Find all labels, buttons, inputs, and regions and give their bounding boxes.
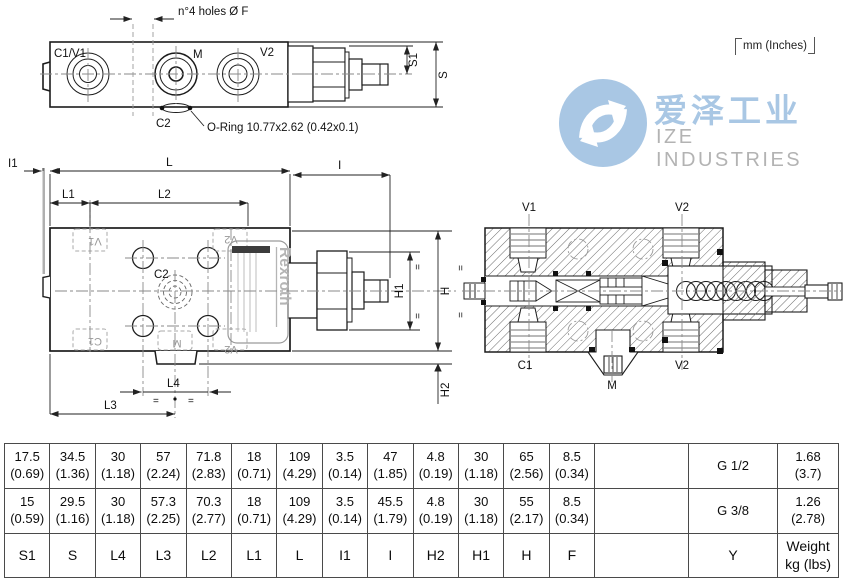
dim-value-cell: 45.5(1.79) [367,488,414,534]
oring-note: O-Ring 10.77x2.62 (0.42x0.1) [207,122,359,134]
dim-header-cell: H2 [412,533,459,578]
dim-header-cell: F [548,533,596,578]
dim-header-cell: S [49,533,96,578]
dim-header-cell: S1 [3,533,51,578]
section-port-v2-top: V2 [675,202,689,214]
dim-header-cell: L [276,533,323,578]
dim-value-cell: 1.68(3.7) [777,443,840,489]
dim-header-cell: L3 [140,533,187,578]
front-view-drawing: V1 V2 C1 V2 M C2 Rexroth [8,155,467,418]
dim-header-cell: H1 [457,533,505,578]
eq-mark: = [153,396,159,407]
dim-i: I [338,158,341,172]
left-tab [42,61,51,92]
table-row: 15(0.59)29.5(1.16)30(1.18)57.3(2.25)70.3… [3,488,840,534]
dim-value-cell: 29.5(1.16) [49,488,96,534]
dim-label-s: S [438,71,450,79]
dim-value-cell: 65(2.56) [503,443,550,489]
units-note: mm (Inches) [735,37,815,55]
dim-l1: L1 [62,189,75,201]
dim-i1: I1 [8,158,18,170]
dim-value-cell: 4.8(0.19) [412,488,459,534]
dim-h: H [438,287,452,296]
dim-h1: H1 [394,284,406,299]
front-label-c2: C2 [154,269,169,281]
dim-l2: L2 [158,189,171,201]
company-name-cn: 爱泽工业 [654,92,802,129]
dim-l3: L3 [104,400,117,412]
dim-value-cell: 47(1.85) [367,443,414,489]
brand-text: Rexroth [276,247,293,306]
front-port-c1: C1 [88,335,102,347]
dimension-table: 17.5(0.69)34.5(1.36)30(1.18)57(2.24)71.8… [3,443,840,578]
dim-l4: L4 [167,378,180,390]
company-logo-icon [559,79,647,167]
plate-code-bar [232,246,270,253]
dim-value-cell: 18(0.71) [230,443,278,489]
dim-value-cell: 34.5(1.36) [49,443,96,489]
dim-value-cell: 4.8(0.19) [412,443,459,489]
eq-mark: = [188,396,194,407]
port-label-c2: C2 [156,118,171,130]
dim-value-cell: 57(2.24) [140,443,187,489]
front-port-m: M [172,337,181,349]
port-label-m: M [193,49,203,61]
seal-marks [481,249,723,354]
dim-value-cell: 109(4.29) [276,488,323,534]
section-port-m: M [607,380,617,392]
dim-label-s1: S1 [408,53,420,67]
eq-mark: = [413,313,424,319]
dim-header-cell: H [503,533,550,578]
holes-note: n°4 holes Ø F [178,6,248,18]
dim-value-cell: 30(1.18) [457,443,505,489]
dim-value-cell: 30(1.18) [457,488,505,534]
dim-value-cell: G 3/8 [688,488,779,534]
dim-value-cell: 71.8(2.83) [185,443,232,489]
dim-header-cell: I1 [321,533,369,578]
dim-header-cell: L4 [94,533,142,578]
dim-value-cell: 55(2.17) [503,488,550,534]
company-name-en: IZE INDUSTRIES [656,126,803,171]
dim-value-cell: 57.3(2.25) [140,488,187,534]
dim-header-cell: L2 [185,533,232,578]
dim-header-cell: Weight kg (lbs) [777,533,840,578]
dim-value-cell: 15(0.59) [3,488,51,534]
dim-value-cell: 109(4.29) [276,443,323,489]
dim-value-cell: 1.26(2.78) [777,488,840,534]
eq-mark: = [456,312,467,318]
dim-value-cell: 3.5(0.14) [321,443,369,489]
dim-value-cell: G 1/2 [688,443,779,489]
dim-value-cell [594,488,690,534]
section-view-drawing: V1 V2 C1 M V2 [462,202,843,392]
dim-header-cell [594,533,690,578]
dim-value-cell: 30(1.18) [94,488,142,534]
dim-h2: H2 [440,383,452,398]
mounting-face-line [42,168,45,274]
dim-value-cell: 8.5(0.34) [548,488,596,534]
dim-value-cell: 3.5(0.14) [321,488,369,534]
front-port-v1: V1 [88,235,101,247]
port-label-v2: V2 [260,47,274,59]
dim-value-cell [594,443,690,489]
eq-mark: = [456,265,467,271]
port-label-c1v1: C1/V1 [54,48,86,60]
dim-value-cell: 17.5(0.69) [3,443,51,489]
table-body: 17.5(0.69)34.5(1.36)30(1.18)57(2.24)71.8… [3,443,840,578]
section-port-v2-bottom: V2 [675,360,689,372]
dim-value-cell: 8.5(0.34) [548,443,596,489]
section-port-v1: V1 [522,202,536,214]
dim-l: L [166,155,173,169]
dim-value-cell: 18(0.71) [230,488,278,534]
eq-mark: = [413,264,424,270]
dim-value-cell: 30(1.18) [94,443,142,489]
dim-header-cell: L1 [230,533,278,578]
table-row: 17.5(0.69)34.5(1.36)30(1.18)57(2.24)71.8… [3,443,840,489]
top-view-drawing: n°4 holes Ø F O-Ring 10.77x2.62 (0.42x0.… [40,6,450,134]
dim-value-cell: 70.3(2.77) [185,488,232,534]
dim-header-cell: I [367,533,414,578]
section-port-c1: C1 [518,360,533,372]
dim-header-cell: Y [688,533,779,578]
